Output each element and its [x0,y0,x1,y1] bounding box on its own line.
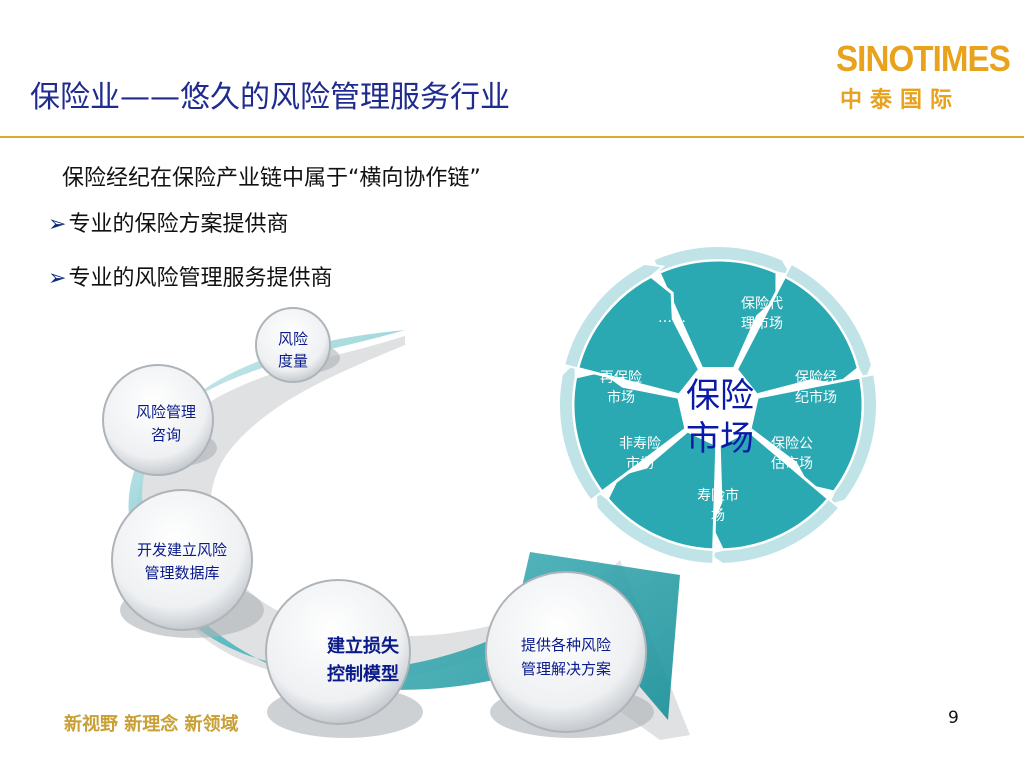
service-ball [485,571,647,733]
market-center-label: 保险 [686,376,754,416]
bullet-text: 专业的风险管理服务提供商 [68,266,333,291]
sinotimes-logo-cn: 中泰国际 [840,87,961,113]
market-segment-label: 寿险市 [697,487,739,504]
market-segment-rim [558,359,604,502]
service-label: 开发建立风险 [137,541,227,559]
market-segment-rim [705,497,841,565]
bullet-item: ➢专业的风险管理服务提供商 [48,260,332,292]
market-segment-rim [562,262,666,370]
service-label: 风险管理 [136,403,196,421]
sinotimes-logo: SINOTIMES [836,38,1011,79]
page-title: 保险业——悠久的风险管理服务行业 [30,80,510,115]
header-divider [0,136,1024,138]
market-segment-label: 估市场 [771,455,813,472]
market-segment-label: 保险经 [795,370,837,386]
service-label: 控制模型 [327,663,399,685]
market-segment-label: 理市场 [741,315,783,332]
market-segment-label: 保险公 [771,436,813,452]
service-label: 管理解决方案 [521,660,611,678]
service-label: 度量 [278,352,308,370]
market-segment-label: 保险代 [741,296,783,312]
market-segment-label: 市场 [607,389,635,406]
service-label: 提供各种风险 [521,636,611,654]
service-ball [111,489,253,631]
service-ball [102,364,214,476]
market-segment-label: …… [658,310,686,326]
arrow-bullet-icon: ➢ [48,212,67,237]
service-label: 风险 [278,330,308,348]
market-segment-rim [825,373,878,508]
market-center-label: 市场 [686,419,754,459]
market-segment-rim [652,245,794,278]
service-ball [255,307,331,383]
service-label: 管理数据库 [144,564,219,582]
arrow-bullet-icon: ➢ [48,266,67,291]
market-segment-label: 纪市场 [795,389,837,406]
market-segment-rim [594,487,715,565]
page-number: 9 [948,708,959,728]
service-ball [265,579,411,725]
market-segment-rim [783,262,873,385]
market-segment-label: 再保险 [600,370,642,386]
market-segment-label: 市场 [626,455,654,472]
footer-slogan: 新视野 新理念 新领域 [64,714,239,735]
bullet-item: ➢专业的保险方案提供商 [48,206,288,238]
market-segment-label: 场 [711,508,725,524]
bullet-text: 专业的保险方案提供商 [68,212,289,237]
service-label: 建立损失 [327,635,400,657]
market-segment-label: 非寿险 [619,435,661,452]
subtitle: 保险经纪在保险产业链中属于“横向协作链” [62,166,481,191]
service-label: 咨询 [151,426,181,444]
